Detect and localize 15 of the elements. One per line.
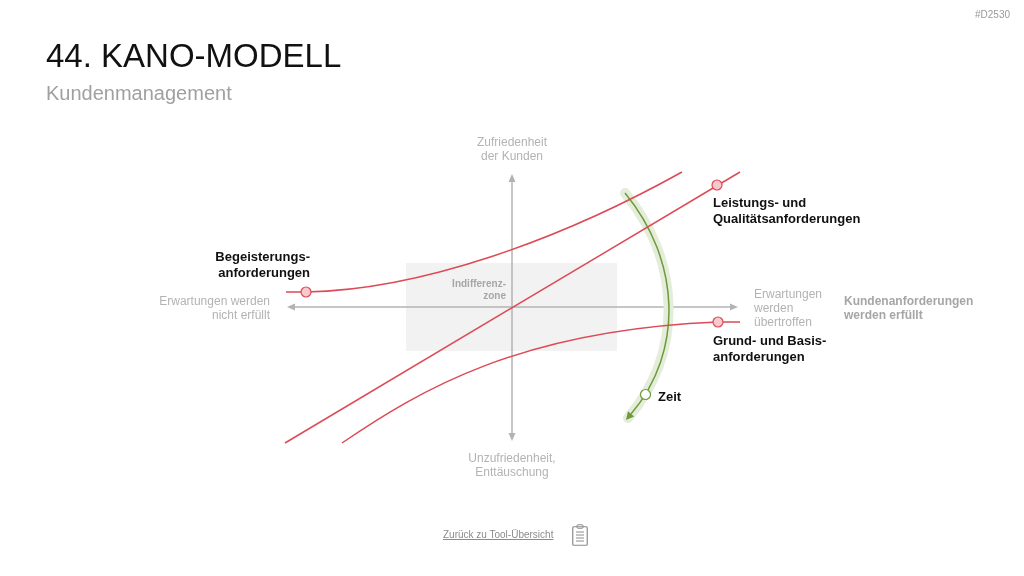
indifference-zone — [406, 263, 617, 351]
back-link: Zurück zu Tool-Übersicht — [443, 529, 554, 541]
axis-label: Erwartungen werden nicht erfüllt — [158, 294, 270, 322]
arrow-label: Zeit — [658, 389, 682, 405]
axis-label: Erwartungen werden übertroffen — [754, 287, 824, 329]
page-subtitle: Kundenmanagement — [46, 81, 232, 105]
axis-label: Kundenanforderungen werden erfüllt — [844, 294, 975, 322]
curve-label: Grund- und Basis- anforderungen — [713, 333, 828, 365]
axis-label: Unzufriedenheit, Enttäuschung — [467, 451, 557, 479]
curve-label: Begeisterungs- anforderungen — [214, 249, 310, 281]
slide-code: #D2530 — [975, 9, 1011, 21]
zone-label: Indifferenz- zone — [451, 278, 506, 302]
axis-label: Zufriedenheit der Kunden — [475, 135, 548, 163]
page-title: 44. KANO-MODELL — [46, 37, 342, 75]
curve-label: Leistungs- und Qualitätsanforderungen — [713, 195, 862, 227]
